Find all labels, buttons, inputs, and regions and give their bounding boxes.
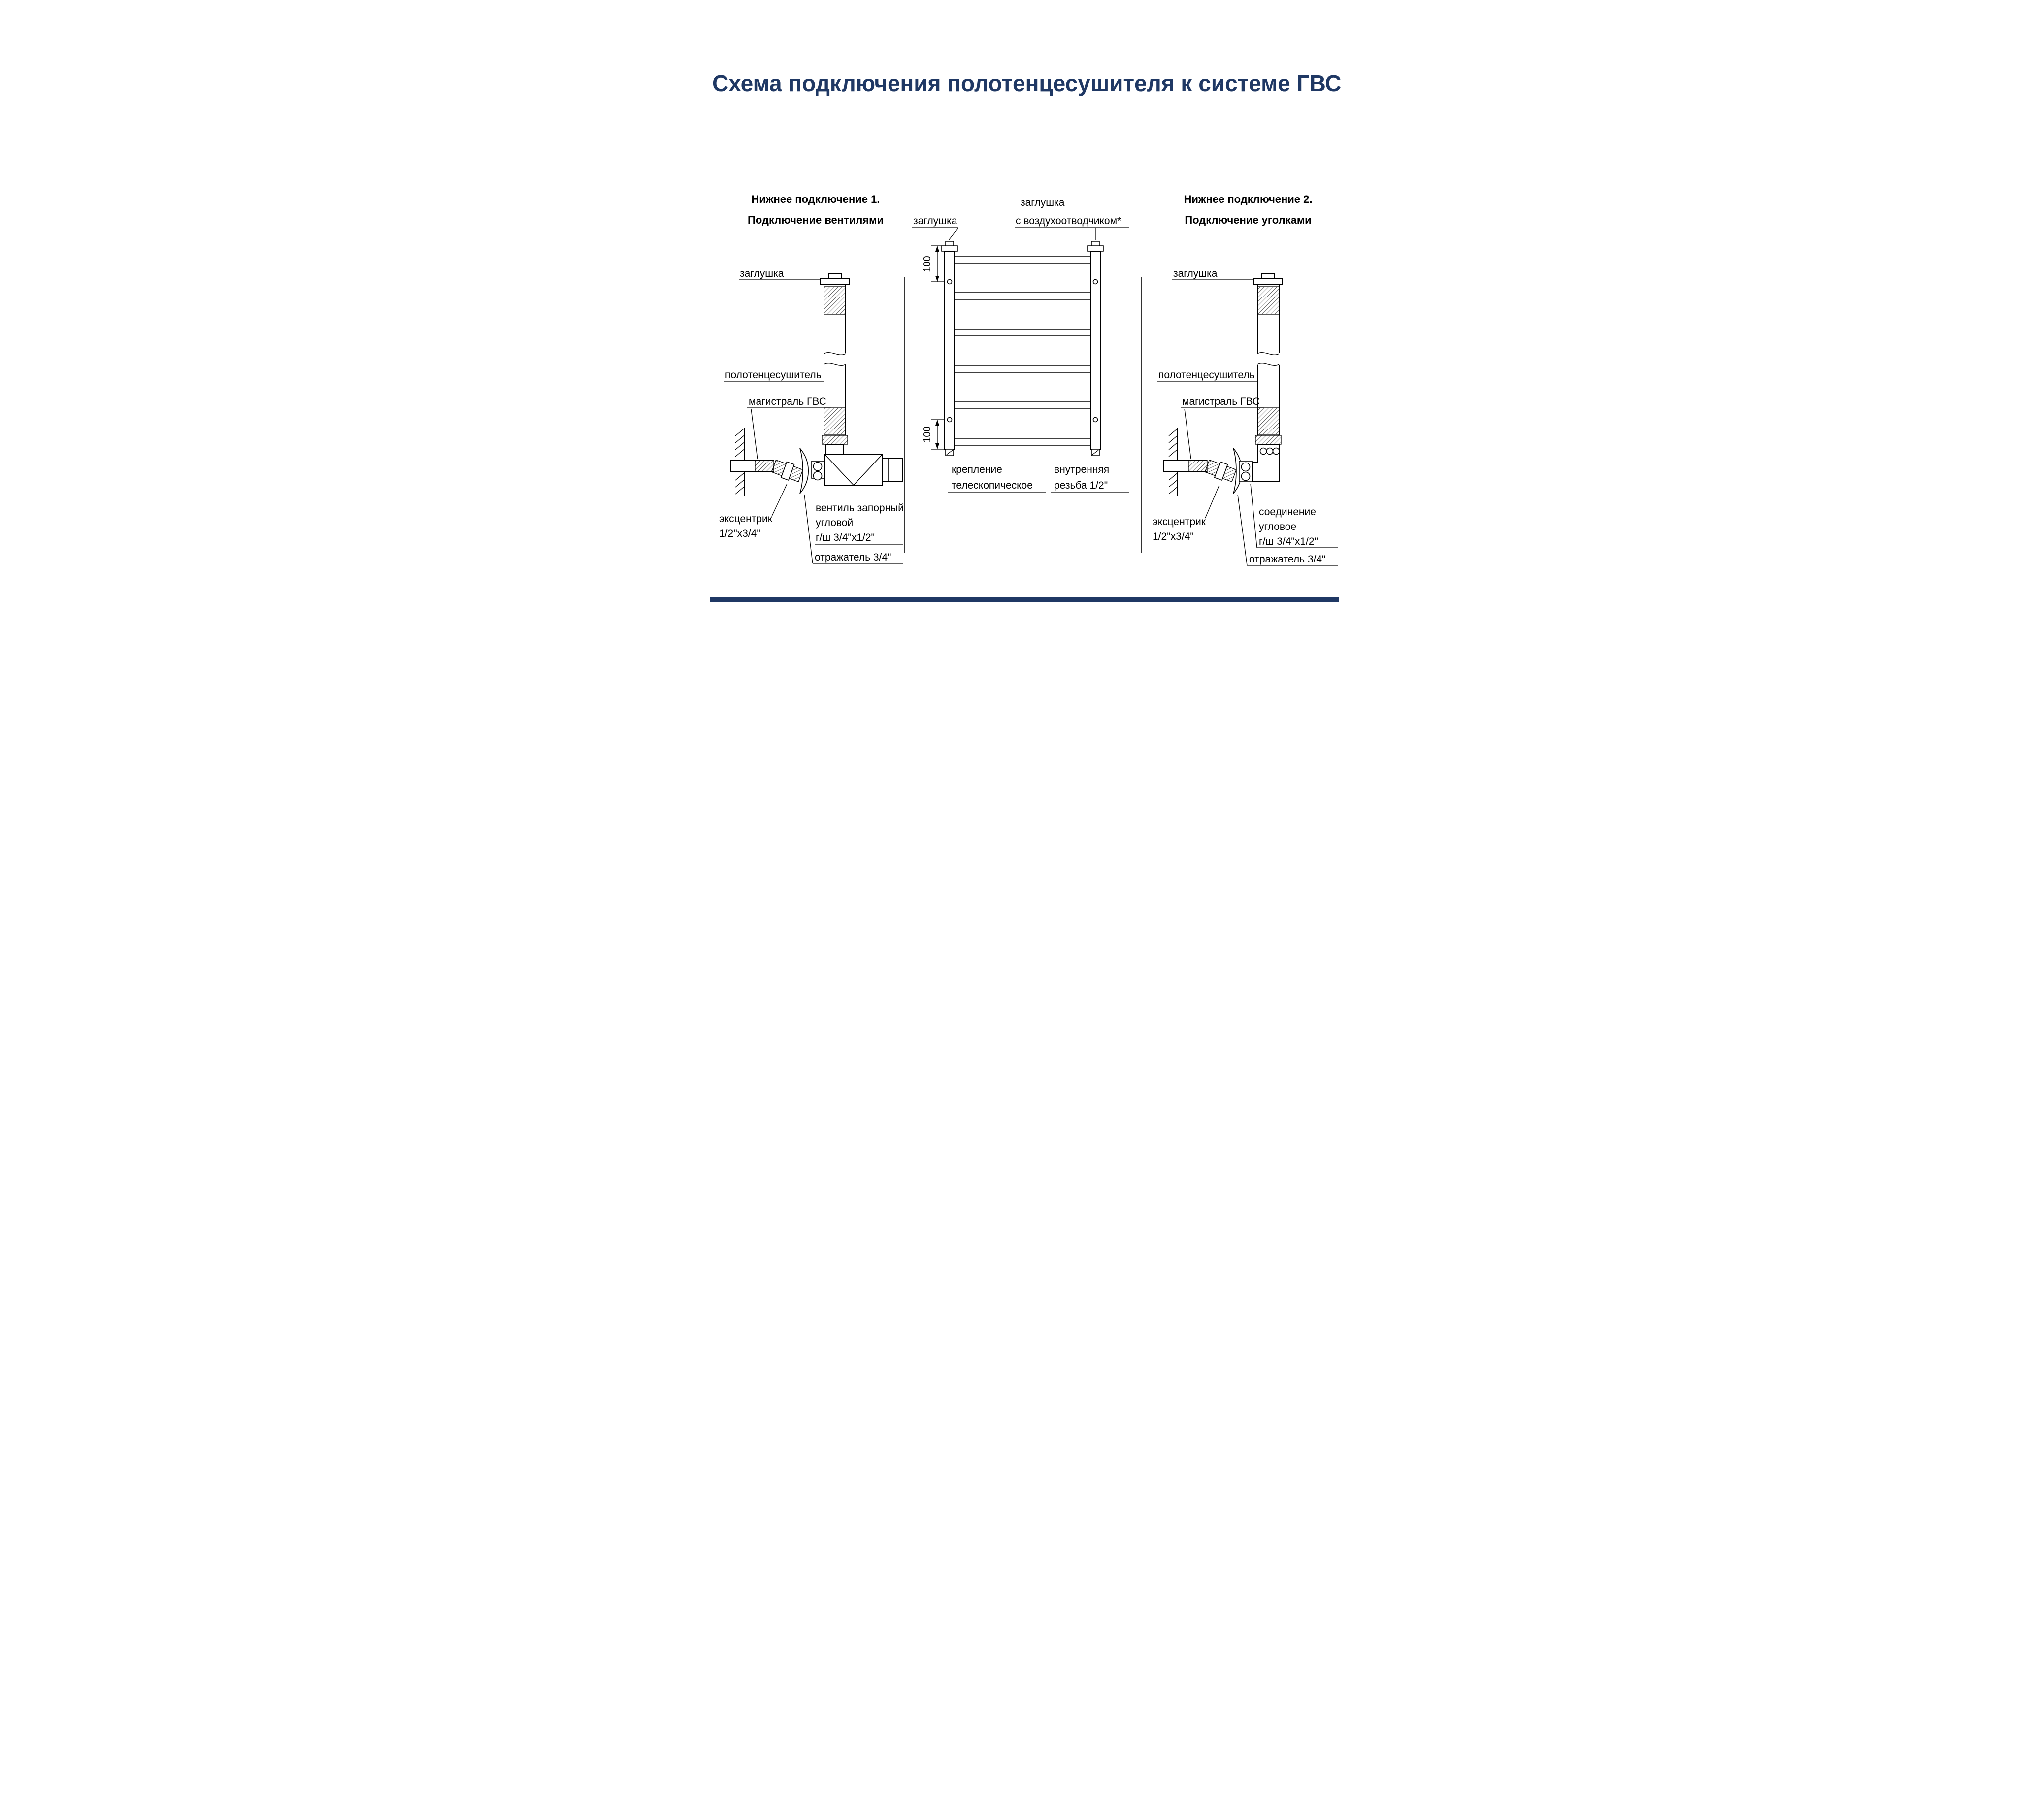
left-valve-cap (882, 458, 903, 482)
left-valve-neck (825, 444, 844, 455)
left-wall-pipe-thread (754, 460, 774, 472)
right-riser-thread-top (1256, 286, 1280, 315)
left-reflector-shape (799, 448, 809, 494)
right-header-line1: Нижнее подключение 2. (1184, 193, 1312, 205)
dimension-extension-ticks (930, 245, 946, 450)
left-eccentric-label-line1: эксцентрик (719, 513, 773, 525)
center-thread-label-line1: внутренняя (1054, 464, 1109, 475)
left-connection-drawing: Нижнее подключение 1. Подключение вентил… (719, 193, 904, 564)
rail-screw-top-left (947, 279, 952, 285)
center-thread-label-line2: резьба 1/2" (1054, 480, 1108, 491)
rail-rungs (954, 256, 1091, 446)
left-riser-pipe-edges (823, 285, 846, 435)
center-vent-plug-label-line1: заглушка (1021, 197, 1065, 208)
diagram-svg: Схема подключения полотенцесушителя к си… (710, 70, 1341, 602)
left-riser-thread-bottom (823, 407, 846, 435)
page: Схема подключения полотенцесушителя к си… (681, 0, 1363, 606)
rail-screw-bottom-right (1092, 417, 1098, 423)
right-plug-label: заглушка (1173, 268, 1218, 279)
towel-rail-front-view: 100 100 заглушка заглушка с воздухоотвод… (912, 197, 1129, 493)
center-mount-label-line2: телескопическое (952, 480, 1033, 491)
rail-screw-bottom-left (947, 417, 952, 423)
rail-screw-top-right (1092, 279, 1098, 285)
left-reflector-label: отражатель 3/4" (815, 552, 891, 563)
rail-feet-ticks (946, 450, 1098, 455)
left-plug-flange (820, 278, 850, 285)
right-riser-thread-bottom (1256, 407, 1280, 435)
left-union-circle-bottom (813, 471, 822, 481)
center-vent-plug-label-line2: с воздухоотводчиком* (1016, 215, 1121, 227)
left-eccentric-collar (780, 461, 795, 481)
right-plug-cap (1261, 273, 1275, 279)
left-header-line1: Нижнее подключение 1. (751, 193, 880, 205)
right-eccentric-collar (1214, 461, 1228, 481)
bottom-accent-bar (710, 597, 1339, 602)
center-leader-lines (912, 227, 1129, 493)
dimension-bottom-label: 100 (922, 426, 933, 442)
dimension-top-label: 100 (922, 256, 933, 272)
right-towel-rail-label: полотенцесушитель (1158, 369, 1255, 381)
page-title: Схема подключения полотенцесушителя к си… (712, 70, 1341, 96)
center-plug-label: заглушка (913, 215, 957, 227)
left-riser-break (824, 352, 846, 366)
right-elbow-nut (1254, 435, 1282, 445)
left-valve-label-line1: вентиль запорный (816, 502, 904, 514)
right-wall-hatch (1168, 428, 1178, 495)
dimension-arrowheads (935, 246, 939, 449)
left-riser-thread-top (823, 286, 846, 315)
section-divider-lines (903, 277, 1142, 553)
right-plug-flange (1253, 278, 1283, 285)
right-leader-lines (1157, 279, 1338, 566)
center-mount-label-line1: крепление (952, 464, 1002, 475)
left-main-line-label: магистраль ГВС (749, 396, 826, 407)
right-elbow-circle-1 (1259, 447, 1267, 455)
rail-top-plugs (941, 241, 1104, 252)
right-riser-break (1257, 352, 1279, 366)
right-corner-label-line2: угловое (1259, 521, 1296, 532)
left-eccentric (771, 459, 803, 482)
left-valve-label-line2: угловой (816, 517, 853, 529)
right-union-circle-top (1241, 462, 1250, 472)
right-eccentric (1204, 459, 1237, 482)
left-valve-body (824, 454, 883, 486)
right-riser-pipe-edges (1256, 285, 1280, 435)
right-wall-pipe-thread (1187, 460, 1208, 472)
left-leader-lines (724, 279, 903, 564)
right-eccentric-label-line1: эксцентрик (1153, 516, 1206, 528)
left-valve-flow-lines (824, 454, 883, 486)
right-corner-label-line1: соединение (1259, 506, 1316, 518)
right-elbow-circle-2 (1266, 447, 1273, 455)
left-header-line2: Подключение вентилями (748, 214, 884, 226)
right-connection-drawing: Нижнее подключение 2. Подключение уголка… (1153, 193, 1338, 566)
right-union-circle-bottom (1241, 471, 1250, 481)
left-wall-hatch (735, 428, 744, 495)
right-header-line2: Подключение уголками (1185, 214, 1311, 226)
right-reflector-label: отражатель 3/4" (1249, 554, 1326, 565)
left-valve-label-line3: г/ш 3/4"x1/2" (816, 532, 875, 543)
rail-feet (945, 449, 1100, 456)
right-eccentric-label-line2: 1/2"x3/4" (1153, 531, 1194, 542)
right-elbow-circle-3 (1272, 447, 1280, 455)
left-plug-label: заглушка (740, 268, 784, 279)
left-union-circle-top (813, 462, 822, 471)
left-eccentric-label-line2: 1/2"x3/4" (719, 528, 760, 539)
left-plug-cap (827, 273, 842, 279)
right-corner-label-line3: г/ш 3/4"x1/2" (1259, 536, 1318, 547)
left-valve-nut (821, 435, 848, 445)
left-towel-rail-label: полотенцесушитель (725, 369, 822, 381)
right-main-line-label: магистраль ГВС (1182, 396, 1260, 407)
